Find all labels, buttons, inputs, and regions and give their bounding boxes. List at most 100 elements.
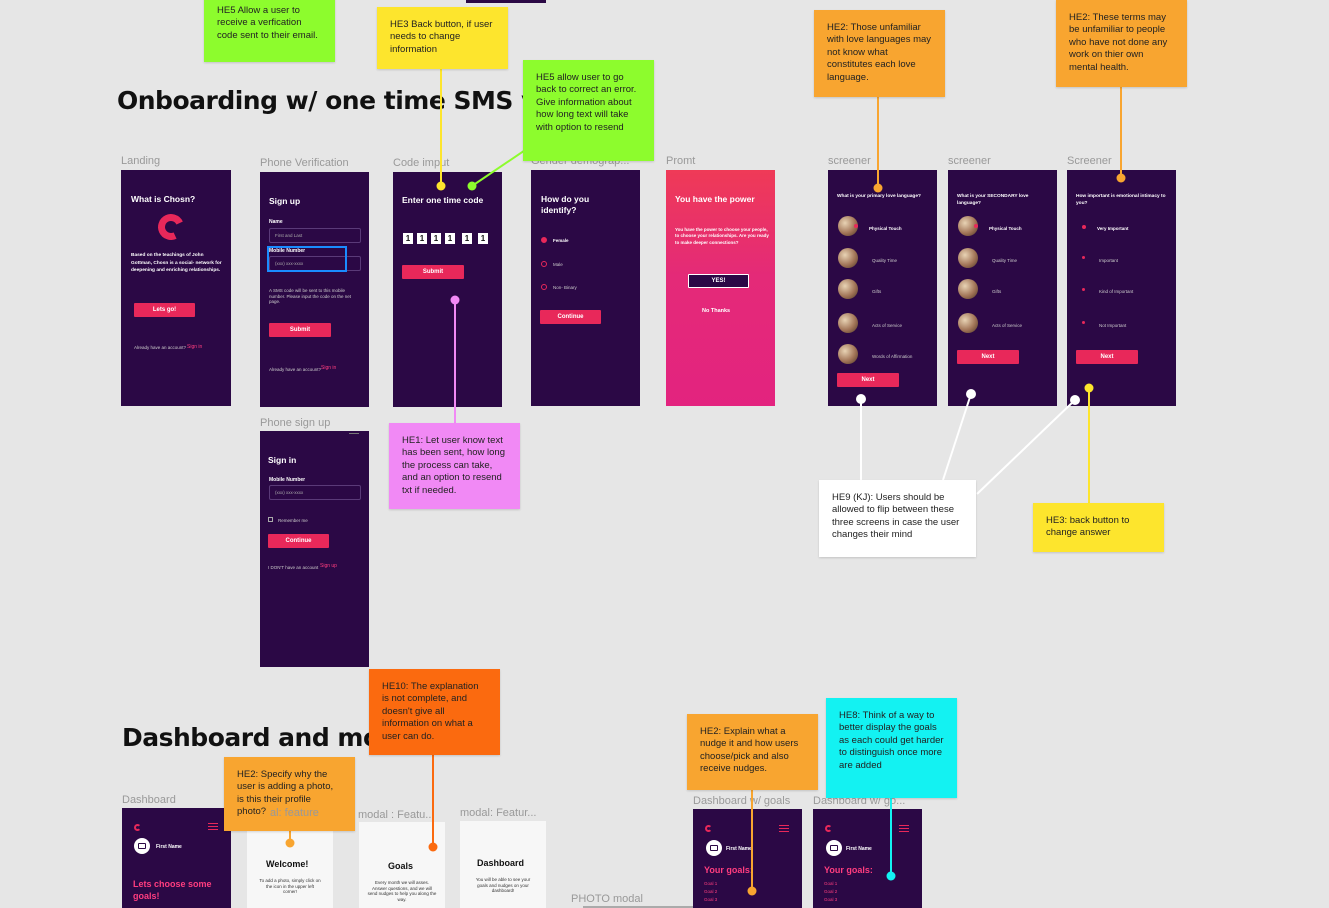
lets-go-button[interactable]: Lets go! — [134, 303, 195, 317]
landing-sign-in-link[interactable]: Sign in — [187, 344, 203, 350]
screener-1-frame[interactable]: What is your primary love language? Phys… — [828, 170, 937, 406]
selected-indicator — [974, 224, 978, 228]
add-photo-icon[interactable] — [134, 838, 150, 854]
screener-3-frame[interactable]: How important is emotional intimacy to y… — [1067, 170, 1176, 406]
radio-male[interactable] — [541, 261, 547, 267]
frame-label-code-input: Code imput — [393, 157, 450, 169]
gender-continue-button[interactable]: Continue — [540, 310, 601, 324]
goal-item[interactable]: Goal 2 — [824, 889, 838, 894]
menu-icon[interactable] — [779, 825, 789, 832]
code-submit-button[interactable]: Submit — [402, 265, 464, 279]
dashboard-frame[interactable]: First Name Lets choose some goals! — [122, 808, 231, 908]
screener-3-next-button[interactable]: Next — [1076, 350, 1138, 364]
goal-item[interactable]: Goal 3 — [824, 897, 838, 902]
sticky-note[interactable]: HE2: Specify why the user is adding a ph… — [224, 757, 355, 831]
goals-body: Every month we will asses. Answer questi… — [367, 880, 437, 902]
option-non-binary-label: Non- Binary — [553, 285, 577, 290]
sticky-note[interactable]: HE5 Allow a user to receive a verficatio… — [204, 0, 335, 62]
signup-title: Sign up — [269, 196, 301, 206]
screener-2-frame[interactable]: What is your SECONDARY love language? Ph… — [948, 170, 1057, 406]
physical-touch-image[interactable] — [838, 216, 858, 236]
sticky-note[interactable]: HE10: The explanation is not complete, a… — [369, 669, 500, 755]
no-thanks-link[interactable]: No Thanks — [702, 308, 731, 314]
selection-highlight — [267, 246, 347, 272]
sticky-note[interactable]: HE8: Think of a way to better display th… — [826, 698, 957, 798]
words-of-affirmation-image[interactable] — [838, 344, 858, 364]
sticky-note[interactable]: HE3 Back button, if user needs to change… — [377, 7, 508, 69]
radio-option[interactable] — [1082, 288, 1085, 291]
landing-footer-text: Already have an account? — [134, 345, 187, 350]
radio-female[interactable] — [541, 237, 547, 243]
option-label: Important — [1099, 258, 1119, 263]
code-digit[interactable]: 1 — [462, 233, 472, 244]
partial-frame-top — [466, 0, 546, 3]
goal-item[interactable]: Goal 1 — [704, 881, 718, 886]
gifts-image[interactable] — [958, 279, 978, 299]
signup-submit-button[interactable]: Submit — [269, 323, 331, 337]
yes-button[interactable]: YES! — [688, 274, 749, 288]
remember-checkbox[interactable] — [268, 517, 273, 522]
dashboard-goals-2-frame[interactable]: First Name Your goals: Goal 1 Goal 2 Goa… — [813, 809, 922, 908]
frame-label-dashboard-goals-1: Dashboard w/ goals — [693, 795, 791, 807]
sticky-note[interactable]: HE1: Let user know text has been sent, h… — [389, 423, 520, 509]
photo-modal-frame-edge — [583, 906, 693, 908]
radio-option[interactable] — [1082, 321, 1085, 324]
add-photo-icon[interactable] — [826, 840, 842, 856]
acts-of-service-image[interactable] — [838, 313, 858, 333]
gender-frame[interactable]: How do you identify? Female Male Non- Bi… — [531, 170, 640, 406]
sticky-note[interactable]: HE2: These terms may be unfamiliar to pe… — [1056, 0, 1187, 87]
code-digit[interactable]: 1 — [478, 233, 488, 244]
radio-selected[interactable] — [1082, 225, 1086, 229]
add-photo-icon[interactable] — [706, 840, 722, 856]
close-icon[interactable] — [349, 433, 359, 438]
option-label: Acts of Service — [992, 323, 1023, 328]
screener-1-next-button[interactable]: Next — [837, 373, 899, 387]
dashboard-heading: Dashboard and moda — [122, 723, 414, 752]
menu-icon[interactable] — [208, 823, 218, 830]
code-digit[interactable]: 1 — [431, 233, 441, 244]
screener-2-next-button[interactable]: Next — [957, 350, 1019, 364]
name-label: Name — [269, 219, 283, 225]
signin-sign-up-link[interactable]: Sign up — [320, 563, 337, 569]
sticky-note[interactable]: HE2: Explain what a nudge it and how use… — [687, 714, 818, 790]
signin-frame[interactable]: Sign in Mobile Number (xxx) xxx-xxxx Rem… — [260, 431, 369, 667]
signin-continue-button[interactable]: Continue — [268, 534, 329, 548]
code-input-frame[interactable]: Enter one time code 1 1 1 1 1 1 Submit — [393, 172, 502, 407]
signup-sign-in-link[interactable]: Sign in — [321, 365, 337, 371]
dashboard-goals-1-frame[interactable]: First Name Your goals: Goal 1 Goal 2 Goa… — [693, 809, 802, 908]
signin-mobile-field[interactable]: (xxx) xxx-xxxx — [269, 485, 361, 500]
dashboard-heading-text: Lets choose some goals! — [133, 879, 212, 901]
onboarding-heading: Onboarding w/ one time SMS verif — [117, 86, 584, 115]
radio-non-binary[interactable] — [541, 284, 547, 290]
code-digit[interactable]: 1 — [445, 233, 455, 244]
dashboard-modal-frame[interactable]: Dashboard You will be able to see your g… — [460, 821, 546, 908]
quality-time-image[interactable] — [838, 248, 858, 268]
sticky-note[interactable]: HE5 allow user to go back to correct an … — [523, 60, 654, 161]
landing-body: Based on the teachings of John Gottman, … — [131, 253, 222, 274]
code-digit[interactable]: 1 — [417, 233, 427, 244]
sticky-note[interactable]: HE3: back button to change answer — [1033, 503, 1164, 552]
screener-2-question: What is your SECONDARY love language? — [957, 194, 1029, 206]
goal-item[interactable]: Goal 3 — [704, 897, 718, 902]
goals-modal-frame[interactable]: Goals Every month we will asses. Answer … — [359, 822, 445, 908]
physical-touch-image[interactable] — [958, 216, 978, 236]
sticky-note[interactable]: HE2: Those unfamiliar with love language… — [814, 10, 945, 97]
dashboard-modal-body: You will be able to see your goals and n… — [475, 877, 531, 893]
goal-item[interactable]: Goal 1 — [824, 881, 838, 886]
option-label: Not Important — [1099, 323, 1127, 328]
option-label: Very Important — [1097, 226, 1129, 231]
gifts-image[interactable] — [838, 279, 858, 299]
promt-frame[interactable]: You have the power You have the power to… — [666, 170, 775, 406]
landing-frame[interactable]: What is Chosn? Based on the teachings of… — [121, 170, 231, 406]
frame-label-landing: Landing — [121, 155, 161, 167]
frame-label-modal-feature-3: modal: Featur... — [460, 807, 537, 819]
acts-of-service-image[interactable] — [958, 313, 978, 333]
quality-time-image[interactable] — [958, 248, 978, 268]
radio-option[interactable] — [1082, 256, 1085, 259]
signup-frame[interactable]: Sign up Name First and Last Mobile Numbe… — [260, 172, 369, 407]
goal-item[interactable]: Goal 2 — [704, 889, 718, 894]
menu-icon[interactable] — [899, 825, 909, 832]
sticky-note[interactable]: HE9 (KJ): Users should be allowed to fli… — [819, 480, 976, 557]
name-field[interactable]: First and Last — [269, 228, 361, 243]
code-digit[interactable]: 1 — [403, 233, 413, 244]
